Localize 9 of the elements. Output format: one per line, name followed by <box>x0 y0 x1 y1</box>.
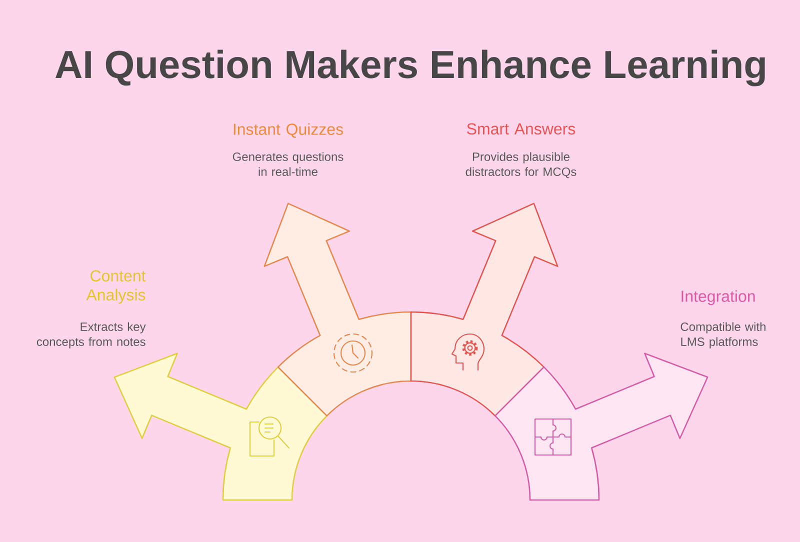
heading: Instant Quizzes <box>234 123 343 138</box>
title: AI Question Makers Enhance Learning <box>55 50 765 86</box>
heading: Integration <box>682 290 755 306</box>
heading: Content Analysis <box>86 270 146 304</box>
heading: Smart Answers <box>467 123 576 135</box>
description: Compatible with LMS platforms <box>680 322 766 348</box>
description: Provides plausible distractors for MCQs <box>466 152 576 178</box>
description: Generates questions in real-time <box>232 152 344 176</box>
description: Extracts key concepts from notes <box>36 322 146 348</box>
